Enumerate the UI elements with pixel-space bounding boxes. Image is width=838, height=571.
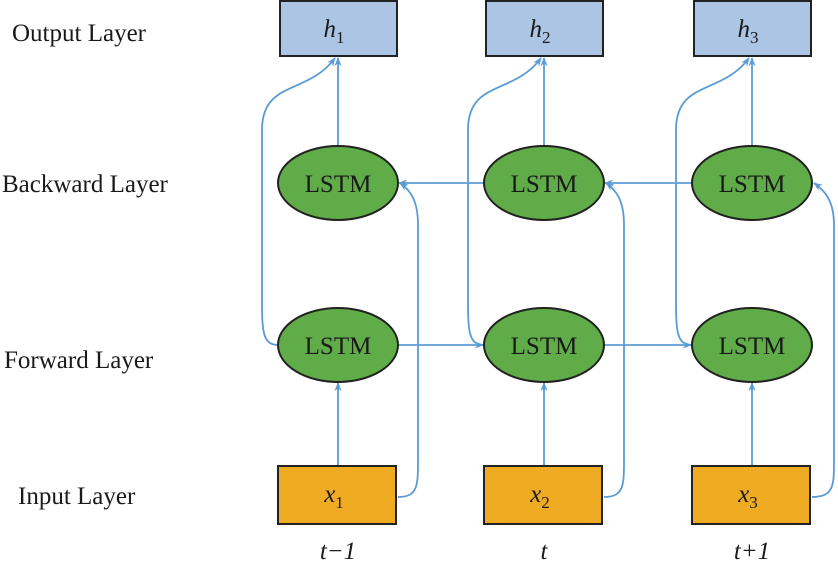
input-to-backward-arrow [603, 182, 625, 498]
backward-layer-label: Backward Layer [2, 171, 169, 198]
output-symbol: h [324, 16, 337, 43]
lstm-label: LSTM [305, 171, 372, 198]
svg-text:h1: h1 [324, 16, 345, 47]
input-subscript: 2 [541, 493, 550, 512]
forward-lstm-cell-3: LSTM [691, 307, 813, 383]
time-step-label: t [541, 538, 549, 565]
input-subscript: 1 [335, 493, 344, 512]
lstm-label: LSTM [719, 333, 786, 360]
output-layer-label: Output Layer [12, 20, 147, 47]
svg-text:x2: x2 [529, 481, 550, 512]
lstm-label: LSTM [511, 171, 578, 198]
output-node-h1: h1 [279, 0, 398, 57]
output-subscript: 2 [542, 28, 551, 47]
svg-text:x1: x1 [323, 481, 344, 512]
input-to-backward-arrow [811, 182, 835, 498]
output-symbol: h [738, 16, 751, 43]
svg-text:h3: h3 [738, 16, 759, 47]
input-to-backward-arrow [397, 182, 419, 498]
time-step-label: t−1 [320, 538, 356, 565]
lstm-label: LSTM [719, 171, 786, 198]
forward-lstm-cell-2: LSTM [483, 307, 605, 383]
input-node-x3: x3 [691, 465, 811, 525]
svg-text:x3: x3 [737, 481, 758, 512]
input-layer-label: Input Layer [18, 483, 136, 510]
forward-lstm-cell-1: LSTM [277, 307, 399, 383]
forward-to-output-arrow [467, 57, 542, 346]
input-subscript: 3 [749, 493, 758, 512]
output-subscript: 3 [750, 28, 759, 47]
output-subscript: 1 [336, 28, 345, 47]
input-symbol: x [323, 481, 335, 508]
lstm-label: LSTM [511, 333, 578, 360]
output-node-h3: h3 [693, 0, 812, 57]
backward-lstm-cell-3: LSTM [691, 145, 813, 221]
output-node-h2: h2 [485, 0, 604, 57]
time-step-label: t+1 [734, 538, 770, 565]
svg-text:h2: h2 [530, 16, 551, 47]
backward-lstm-cell-1: LSTM [277, 145, 399, 221]
output-symbol: h [530, 16, 543, 43]
input-node-x1: x1 [277, 465, 397, 525]
backward-lstm-cell-2: LSTM [483, 145, 605, 221]
forward-layer-label: Forward Layer [4, 347, 154, 374]
input-symbol: x [737, 481, 749, 508]
forward-to-output-arrow [675, 57, 750, 346]
lstm-label: LSTM [305, 333, 372, 360]
input-node-x2: x2 [483, 465, 603, 525]
input-symbol: x [529, 481, 541, 508]
forward-to-output-arrow [261, 57, 336, 346]
